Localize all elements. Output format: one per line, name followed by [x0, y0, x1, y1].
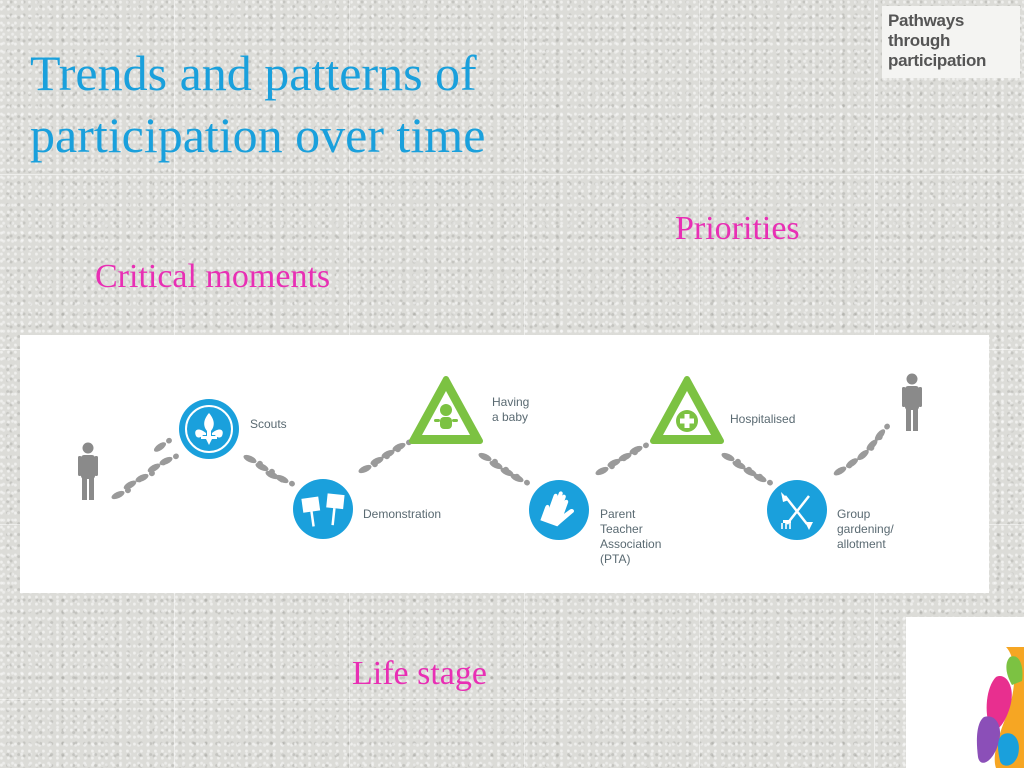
priorities-label: Priorities	[675, 210, 800, 247]
footprints-trail	[720, 451, 775, 487]
footprints-trail	[242, 453, 297, 488]
step-label: Having a baby	[492, 395, 530, 424]
end-person-icon	[902, 373, 922, 431]
critical-moments-label: Critical moments	[95, 258, 331, 295]
step-label: Hospitalised	[730, 412, 796, 426]
logo-line: through	[888, 31, 951, 50]
step-label: Parent Teacher Association (PTA)	[600, 507, 662, 566]
footprints-decoration	[906, 617, 1024, 768]
logo-line: participation	[888, 51, 987, 70]
logo-line: Pathways	[888, 11, 965, 30]
footprints-trail	[357, 438, 414, 475]
pathways-logo: Pathways through participation	[882, 6, 1020, 78]
raised-hand-icon	[529, 480, 589, 540]
footprints-trail	[832, 422, 892, 478]
journey-graphic	[78, 373, 922, 540]
placards-icon	[293, 479, 353, 539]
footprints-trail	[110, 436, 181, 501]
start-person-icon	[78, 442, 98, 500]
fleur-de-lis-icon	[179, 399, 239, 459]
footprints-trail	[594, 441, 651, 477]
colorful-footprints-icon	[976, 647, 1024, 768]
tile-seam	[0, 699, 1024, 700]
life-stage-label: Life stage	[352, 655, 487, 692]
baby-icon	[409, 376, 483, 444]
garden-tools-icon	[767, 480, 827, 540]
tile-seam	[0, 174, 1024, 175]
footprints-trail	[477, 451, 532, 487]
participation-journey-diagram: Scouts Demonstration Having a baby Paren…	[20, 335, 989, 593]
medical-cross-icon	[650, 376, 724, 444]
step-label: Scouts	[250, 417, 287, 431]
step-label: Demonstration	[363, 507, 442, 521]
step-label: Group gardening/ allotment	[837, 507, 894, 551]
slide-title: Trends and patterns of participation ove…	[30, 45, 486, 163]
